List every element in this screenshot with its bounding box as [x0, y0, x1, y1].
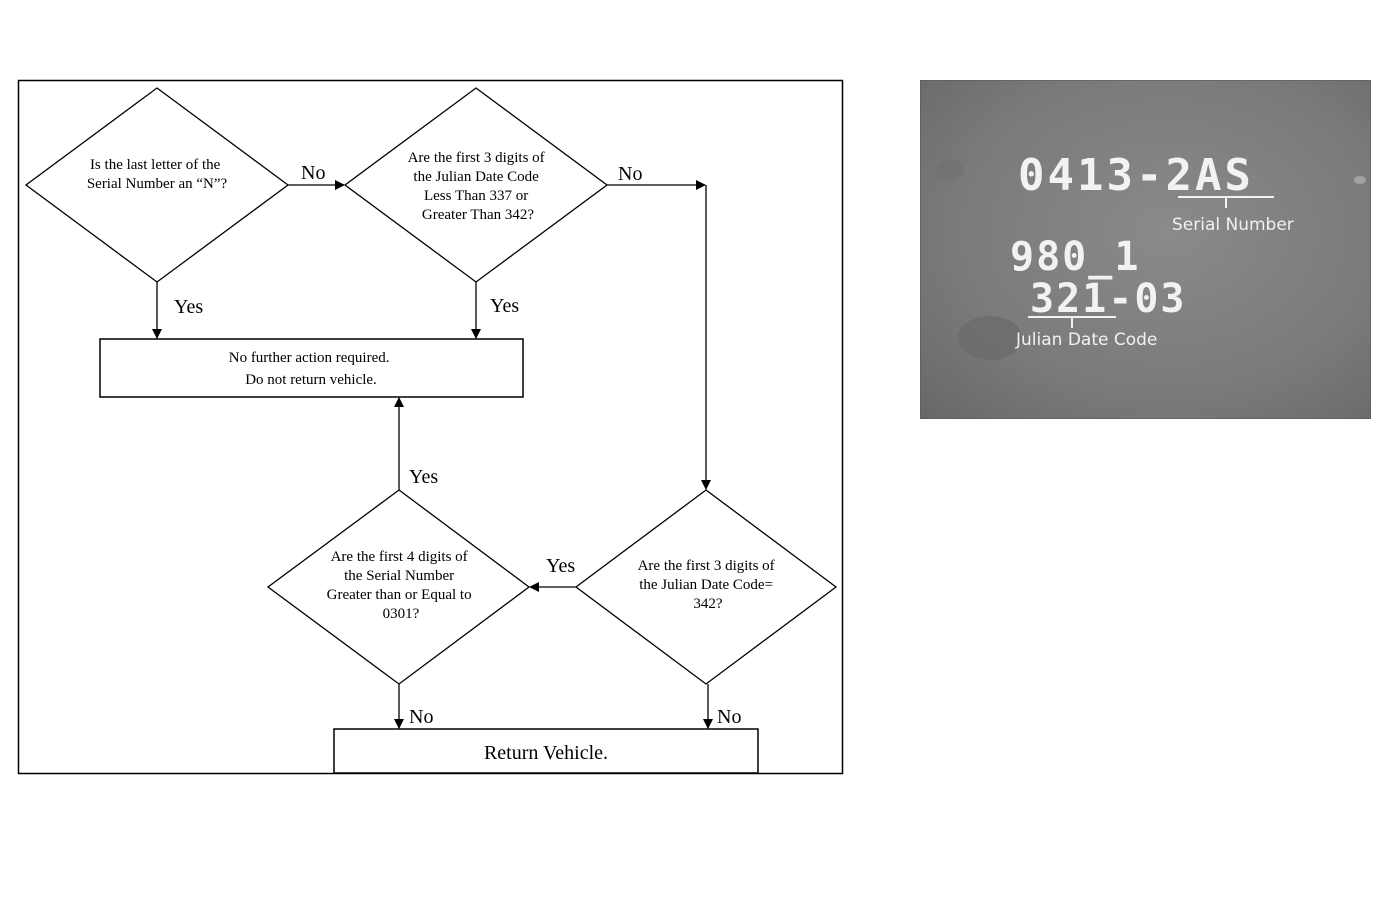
decision-text-line: Less Than 337 or: [424, 188, 528, 204]
box-no-action: No further action required. Do not retur…: [99, 338, 524, 398]
edge-label-d1-yes: Yes: [174, 296, 203, 318]
stamped-part-photo: 0413-2AS 980_1 321-03 Serial Number Juli…: [920, 80, 1371, 419]
flowchart-diagram: Is the last letter of the Serial Number …: [17, 79, 844, 775]
edge-label-d2-no: No: [618, 163, 642, 185]
serial-number-label: Serial Number: [1172, 215, 1294, 235]
surface-dent: [958, 316, 1022, 360]
svg-text:No further action required.: No further action required. Do not retur…: [229, 350, 394, 388]
box-return-vehicle: Return Vehicle.: [333, 728, 759, 774]
decision-text-line: 342?: [693, 596, 723, 612]
photo-background: [920, 80, 1371, 419]
edge-label-d4-yes: Yes: [409, 466, 438, 488]
svg-text:Are the first 3 digits of: Are the first 3 digits of the Julian Dat…: [408, 150, 549, 223]
decision-text-line: Are the first 3 digits of: [408, 150, 545, 166]
svg-text:Are the first 4 digits of: Are the first 4 digits of the Serial Num…: [327, 549, 476, 622]
decision-text-line: the Serial Number: [344, 568, 454, 584]
decision-text-line: Are the first 4 digits of: [331, 549, 468, 565]
decision-text-line: Are the first 3 digits of: [638, 558, 775, 574]
surface-dent: [936, 160, 964, 180]
edge-label-d3-yes: Yes: [546, 555, 575, 577]
decision-julian-equals-342: Are the first 3 digits of the Julian Dat…: [574, 489, 838, 685]
edge-label-d4-no: No: [409, 706, 433, 728]
decision-text-line: Is the last letter of the: [90, 157, 221, 173]
box-text-line: Return Vehicle.: [484, 742, 608, 764]
stamp-line-2: 980_1: [1010, 234, 1140, 280]
box-text-line: No further action required.: [229, 350, 390, 366]
decision-text-line: the Julian Date Code: [413, 169, 539, 185]
stamp-line-julian: 321-03: [1030, 276, 1187, 322]
edge-label-d3-no: No: [717, 706, 741, 728]
edge-label-d1-no: No: [301, 162, 325, 184]
decision-text-line: Serial Number an “N”?: [87, 176, 228, 192]
surface-spot: [1354, 176, 1366, 184]
edge-label-d2-yes: Yes: [490, 295, 519, 317]
decision-serial-first-4: Are the first 4 digits of the Serial Num…: [266, 489, 531, 685]
box-text-line: Do not return vehicle.: [245, 372, 377, 388]
decision-text-line: Greater Than 342?: [422, 207, 535, 223]
svg-text:Is the last letter of the: Is the last letter of the Serial Number …: [87, 157, 228, 192]
svg-text:Are the first 3 digits of: Are the first 3 digits of the Julian Dat…: [638, 558, 779, 612]
decision-text-line: 0301?: [383, 606, 420, 622]
stamp-line-serial: 0413-2AS: [1018, 150, 1254, 201]
julian-date-code-label: Julian Date Code: [1015, 330, 1157, 350]
decision-text-line: Greater than or Equal to: [327, 587, 472, 603]
decision-text-line: the Julian Date Code=: [639, 577, 773, 593]
decision-serial-last-letter: Is the last letter of the Serial Number …: [24, 87, 290, 283]
